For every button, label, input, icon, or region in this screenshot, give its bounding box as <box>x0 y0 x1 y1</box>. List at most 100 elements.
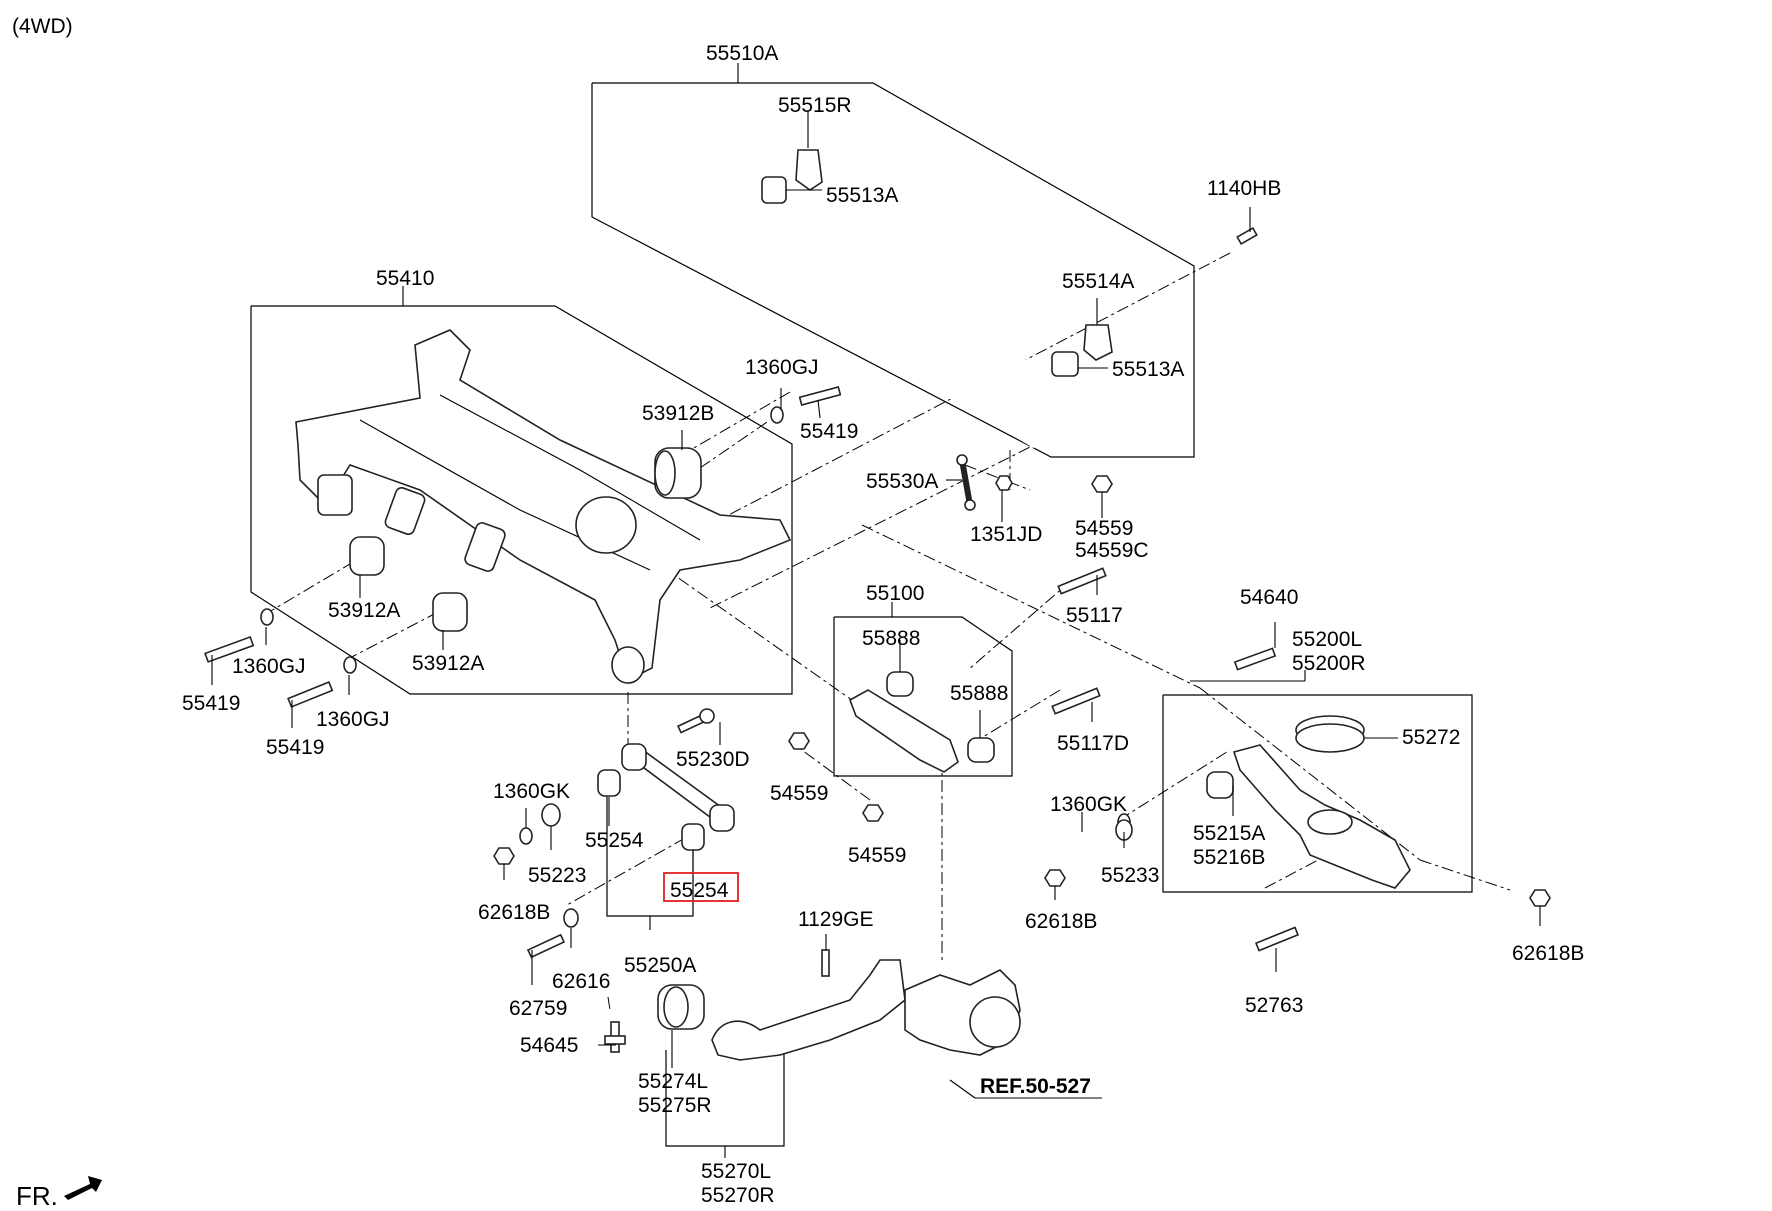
label-62618B-left[interactable]: 62618B <box>478 901 550 924</box>
bushing-55215A <box>1206 771 1234 799</box>
label-55233[interactable]: 55233 <box>1101 864 1159 887</box>
bolt-1140HB <box>1236 226 1258 246</box>
label-55510A[interactable]: 55510A <box>706 42 778 65</box>
label-62759[interactable]: 62759 <box>509 997 567 1020</box>
label-55254-1[interactable]: 55254 <box>585 829 644 852</box>
label-55100[interactable]: 55100 <box>866 582 924 605</box>
bushing-55254-2 <box>681 823 705 851</box>
trailing-arm-55270 <box>711 959 906 1061</box>
box-55100 <box>833 616 1013 777</box>
label-1351JD[interactable]: 1351JD <box>970 523 1042 546</box>
label-55270R[interactable]: 55270R <box>701 1184 775 1207</box>
bolt-55419-left <box>204 636 255 663</box>
bushing-55888-2 <box>967 737 995 763</box>
stabilizer-link <box>956 454 968 466</box>
label-62618B-right[interactable]: 62618B <box>1512 942 1584 965</box>
label-54559-low[interactable]: 54559 <box>848 844 906 867</box>
front-label: FR. <box>16 1181 58 1211</box>
label-53912B[interactable]: 53912B <box>642 402 714 425</box>
bolt-1129GE <box>821 949 830 977</box>
bolt-54640 <box>1233 647 1277 671</box>
nut-54559-low <box>862 804 884 822</box>
label-53912A-2[interactable]: 53912A <box>412 652 484 675</box>
label-1360GK-left[interactable]: 1360GK <box>493 780 570 803</box>
washer-1360GK-left <box>519 827 533 845</box>
label-55254-2[interactable]: 55254 <box>670 879 729 902</box>
label-55515R[interactable]: 55515R <box>778 94 852 117</box>
label-1360GK-right[interactable]: 1360GK <box>1050 793 1127 816</box>
label-62618B-mid[interactable]: 62618B <box>1025 910 1097 933</box>
nut-1351JD <box>995 475 1013 491</box>
label-55888-2[interactable]: 55888 <box>950 682 1008 705</box>
washer-1360GJ-top <box>770 406 784 424</box>
nut-62618B-right <box>1529 889 1551 907</box>
nut-54559-top <box>1091 475 1113 493</box>
label-1129GE[interactable]: 1129GE <box>798 908 874 931</box>
stabilizer-bracket-mid <box>1083 324 1113 361</box>
label-54559C[interactable]: 54559C <box>1075 539 1149 562</box>
label-55513A-mid[interactable]: 55513A <box>1112 358 1184 381</box>
label-55117D[interactable]: 55117D <box>1057 732 1129 755</box>
label-55410[interactable]: 55410 <box>376 267 434 290</box>
label-55530A[interactable]: 55530A <box>866 470 938 493</box>
box-55200 <box>1162 694 1473 893</box>
nut-62618B-mid <box>1044 869 1066 887</box>
washer-55223 <box>541 803 561 827</box>
label-54645[interactable]: 54645 <box>520 1034 578 1057</box>
label-55274L[interactable]: 55274L <box>638 1070 708 1093</box>
reference-label[interactable]: REF.50-527 <box>980 1075 1091 1098</box>
label-55215A[interactable]: 55215A <box>1193 822 1265 845</box>
label-53912A-1[interactable]: 53912A <box>328 599 400 622</box>
bolt-52763 <box>1254 926 1300 952</box>
washer-1360GJ-left <box>260 608 274 626</box>
label-55513A-top[interactable]: 55513A <box>826 184 898 207</box>
label-55200R[interactable]: 55200R <box>1292 652 1366 675</box>
label-55514A[interactable]: 55514A <box>1062 270 1134 293</box>
label-54559-mid[interactable]: 54559 <box>770 782 828 805</box>
label-52763[interactable]: 52763 <box>1245 994 1303 1017</box>
label-55216B[interactable]: 55216B <box>1193 846 1265 869</box>
label-55223[interactable]: 55223 <box>528 864 586 887</box>
label-1360GJ-left[interactable]: 1360GJ <box>232 655 306 678</box>
bolt-55419-top <box>798 385 842 407</box>
subframe-55410 <box>295 329 792 682</box>
bushing-55888-1 <box>886 671 914 697</box>
stabilizer-bushing-mid <box>1051 351 1079 377</box>
washer-62616 <box>563 908 579 928</box>
label-55117[interactable]: 55117 <box>1066 604 1123 627</box>
label-55272[interactable]: 55272 <box>1402 726 1460 749</box>
label-62616[interactable]: 62616 <box>552 970 610 993</box>
variant-label: (4WD) <box>12 15 73 38</box>
label-1140HB[interactable]: 1140HB <box>1207 177 1281 200</box>
front-arrow-icon <box>64 1176 102 1200</box>
bolt-55117 <box>1057 567 1107 595</box>
label-55200L[interactable]: 55200L <box>1292 628 1362 651</box>
stabilizer-bracket-top <box>795 149 823 191</box>
washer-1360GJ-left2 <box>343 656 357 674</box>
label-55419-top[interactable]: 55419 <box>800 420 858 443</box>
label-55888-1[interactable]: 55888 <box>862 627 920 650</box>
leader-lines <box>211 112 1541 1099</box>
arm-55100 <box>849 689 959 773</box>
label-55419-left[interactable]: 55419 <box>182 692 240 715</box>
label-55270L[interactable]: 55270L <box>701 1160 771 1183</box>
label-1360GJ-top[interactable]: 1360GJ <box>745 356 819 379</box>
box-55410 <box>250 305 793 695</box>
label-55230D[interactable]: 55230D <box>676 748 750 771</box>
nut-54559-mid <box>788 732 810 750</box>
stabilizer-bushing-top <box>761 176 787 204</box>
label-54640[interactable]: 54640 <box>1240 586 1298 609</box>
label-55275R[interactable]: 55275R <box>638 1094 712 1117</box>
label-54559-top[interactable]: 54559 <box>1075 517 1133 540</box>
bolt-55117D <box>1051 687 1101 715</box>
bushing-55254-1 <box>597 769 621 797</box>
bushing-53912A-1 <box>349 536 385 576</box>
bolt-55419-left2 <box>287 681 334 708</box>
bushing-53912A-2 <box>432 592 468 632</box>
label-55250A[interactable]: 55250A <box>624 954 696 977</box>
bolt-62759 <box>526 933 566 959</box>
label-55419-left2[interactable]: 55419 <box>266 736 324 759</box>
label-1360GJ-left2[interactable]: 1360GJ <box>316 708 390 731</box>
box-55510A <box>591 82 1195 458</box>
